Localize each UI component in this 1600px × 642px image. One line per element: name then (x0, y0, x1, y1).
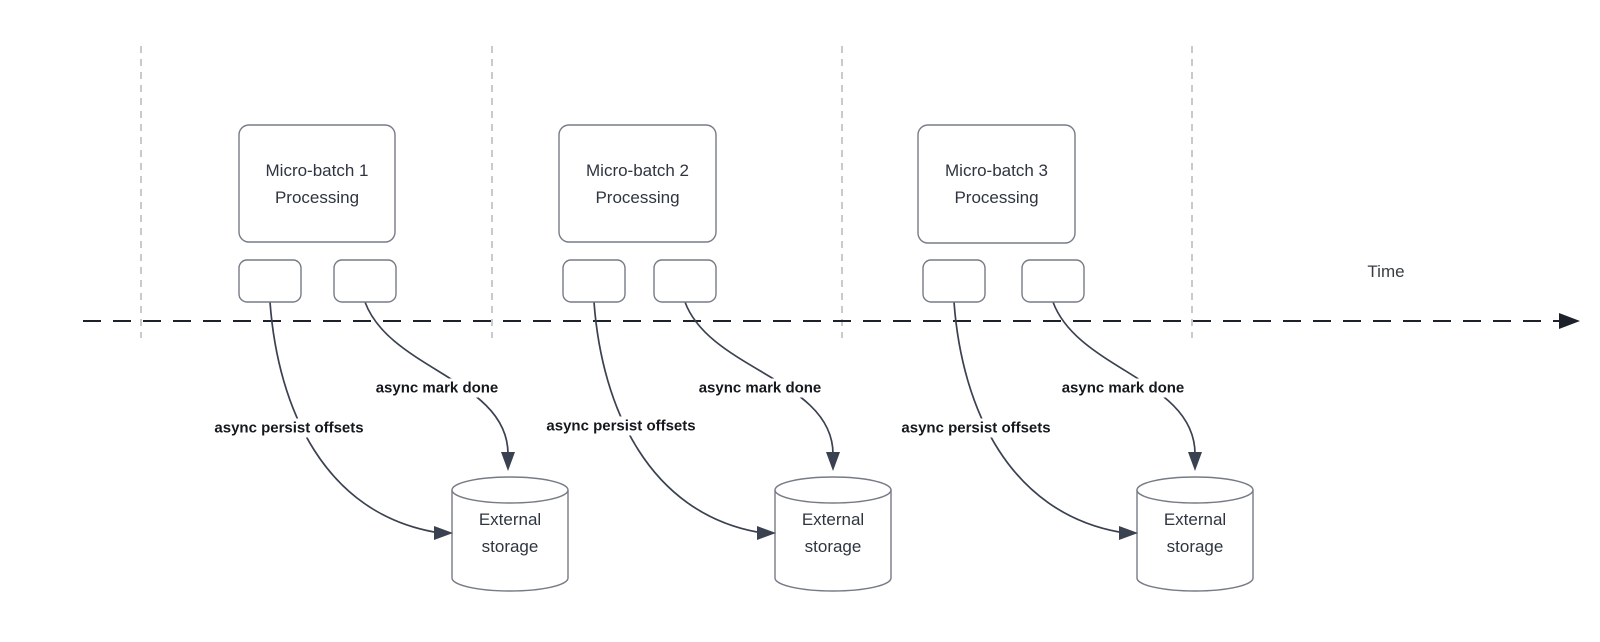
micro-batch-group-1 (238, 124, 569, 592)
mark-done-arrowhead-icon-2 (826, 452, 840, 471)
storage-label-3: External storage (1137, 493, 1253, 573)
persist-offsets-arrow-1 (269, 301, 435, 533)
persist-arrowhead-icon-3 (1119, 526, 1138, 540)
mark-done-arrowhead-icon-3 (1188, 452, 1202, 471)
interval-dividers (140, 46, 1193, 338)
storage-cylinder-top-3 (1136, 476, 1254, 504)
micro-batch-box-2 (558, 124, 717, 243)
micro-batch-group-3 (917, 124, 1254, 592)
mark-done-label-1: async mark done (371, 378, 503, 398)
mark-done-arrowhead-icon-1 (501, 452, 515, 471)
task-rect-3a (922, 259, 986, 303)
task-rect-1a (238, 259, 302, 303)
storage-cylinder-body-1 (451, 490, 569, 592)
persist-arrowhead-icon-1 (434, 526, 453, 540)
time-axis-label: Time (1367, 262, 1405, 281)
storage-cylinder-body-3 (1136, 490, 1254, 592)
storage-cylinder-top-2 (774, 476, 892, 504)
persist-offsets-arrow-2 (593, 301, 758, 533)
micro-batch-box-label-1: Micro-batch 1 Processing (239, 125, 395, 242)
storage-label-2: External storage (775, 493, 891, 573)
micro-batch-box-3 (917, 124, 1076, 244)
task-rect-1b (333, 259, 397, 303)
time-axis-arrowhead-icon (1559, 313, 1580, 329)
storage-label-1-line2: storage (481, 537, 539, 556)
task-rect-2a (562, 259, 626, 303)
mark-done-arrow-1 (364, 301, 509, 455)
mark-done-label-2: async mark done (694, 378, 826, 398)
micro-batch-group-2 (558, 124, 892, 592)
micro-batch-box-label-2-line1: Micro-batch 2 (586, 160, 689, 180)
micro-batch-box-label-2: Micro-batch 2 Processing (559, 125, 716, 242)
micro-batch-box-label-3: Micro-batch 3 Processing (918, 125, 1075, 243)
persist-offsets-label-3: async persist offsets (897, 418, 1055, 438)
task-rect-3b (1021, 259, 1085, 303)
mark-done-arrow-2 (684, 301, 834, 455)
storage-label-2-line2: storage (804, 537, 862, 556)
micro-batch-box-label-2-line2: Processing (595, 187, 680, 207)
mark-done-arrow-3 (1052, 301, 1196, 455)
storage-cylinder-body-2 (774, 490, 892, 592)
micro-batch-box-label-3-line1: Micro-batch 3 (945, 161, 1048, 180)
storage-label-3-line1: External (1163, 510, 1227, 529)
task-rect-2b (653, 259, 717, 303)
micro-batch-box-1 (238, 124, 396, 243)
micro-batch-box-label-3-line2: Processing (954, 188, 1039, 207)
storage-label-3-line2: storage (1166, 537, 1224, 556)
persist-offsets-arrow-3 (953, 301, 1120, 533)
storage-label-1: External storage (452, 493, 568, 573)
micro-batch-box-label-1-line1: Micro-batch 1 (265, 160, 369, 180)
micro-batch-box-label-1-line2: Processing (274, 187, 360, 207)
persist-offsets-label-2: async persist offsets (542, 416, 700, 436)
storage-cylinder-top-1 (451, 476, 569, 504)
persist-arrowhead-icon-2 (757, 526, 776, 540)
storage-label-1-line1: External (478, 510, 542, 529)
persist-offsets-label-1: async persist offsets (210, 418, 368, 438)
storage-label-2-line1: External (801, 510, 865, 529)
mark-done-label-3: async mark done (1057, 378, 1189, 398)
